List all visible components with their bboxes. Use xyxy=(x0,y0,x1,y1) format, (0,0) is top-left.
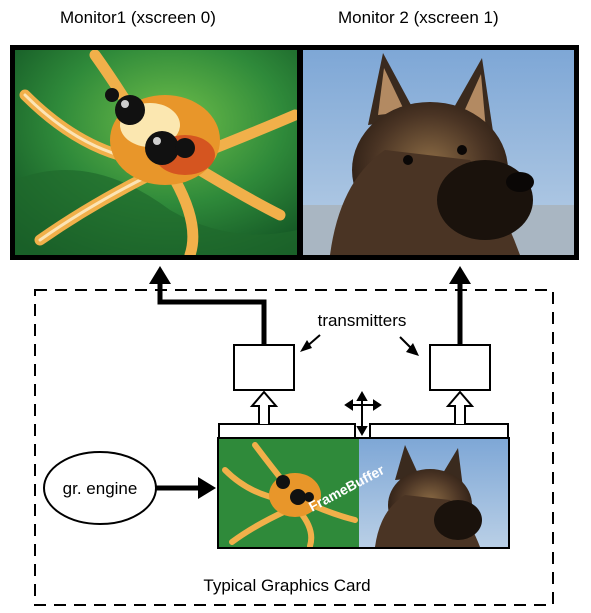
arrow-head-monitor-2 xyxy=(449,266,471,284)
monitor-2-title: Monitor 2 (xscreen 1) xyxy=(338,8,499,27)
graphics-engine-label: gr. engine xyxy=(63,479,138,498)
transmitters-label: transmitters xyxy=(318,311,407,330)
engine-arrow-head xyxy=(198,477,216,499)
transmitter-box-right xyxy=(429,344,491,391)
hollow-arrow-left xyxy=(249,390,279,424)
hollow-arrow-right xyxy=(445,390,475,424)
output-path-left xyxy=(157,282,267,345)
graphics-card-border xyxy=(34,289,554,606)
transmitter-pointer-left xyxy=(300,334,321,352)
monitor-1-title: Monitor1 (xscreen 0) xyxy=(60,8,216,27)
monitor-1-screen xyxy=(15,50,297,255)
transmitter-pointer-right xyxy=(399,336,419,356)
monitor-2-screen xyxy=(303,50,574,255)
framebuffer-right-half xyxy=(359,439,508,547)
arrow-head-monitor-1 xyxy=(149,266,171,284)
framebuffer-left-half xyxy=(219,439,359,547)
transmitter-box-left xyxy=(233,344,295,391)
framebuffer-bracket xyxy=(218,423,509,437)
graphics-card-label: Typical Graphics Card xyxy=(203,576,370,595)
split-adjust-icon xyxy=(344,390,382,437)
